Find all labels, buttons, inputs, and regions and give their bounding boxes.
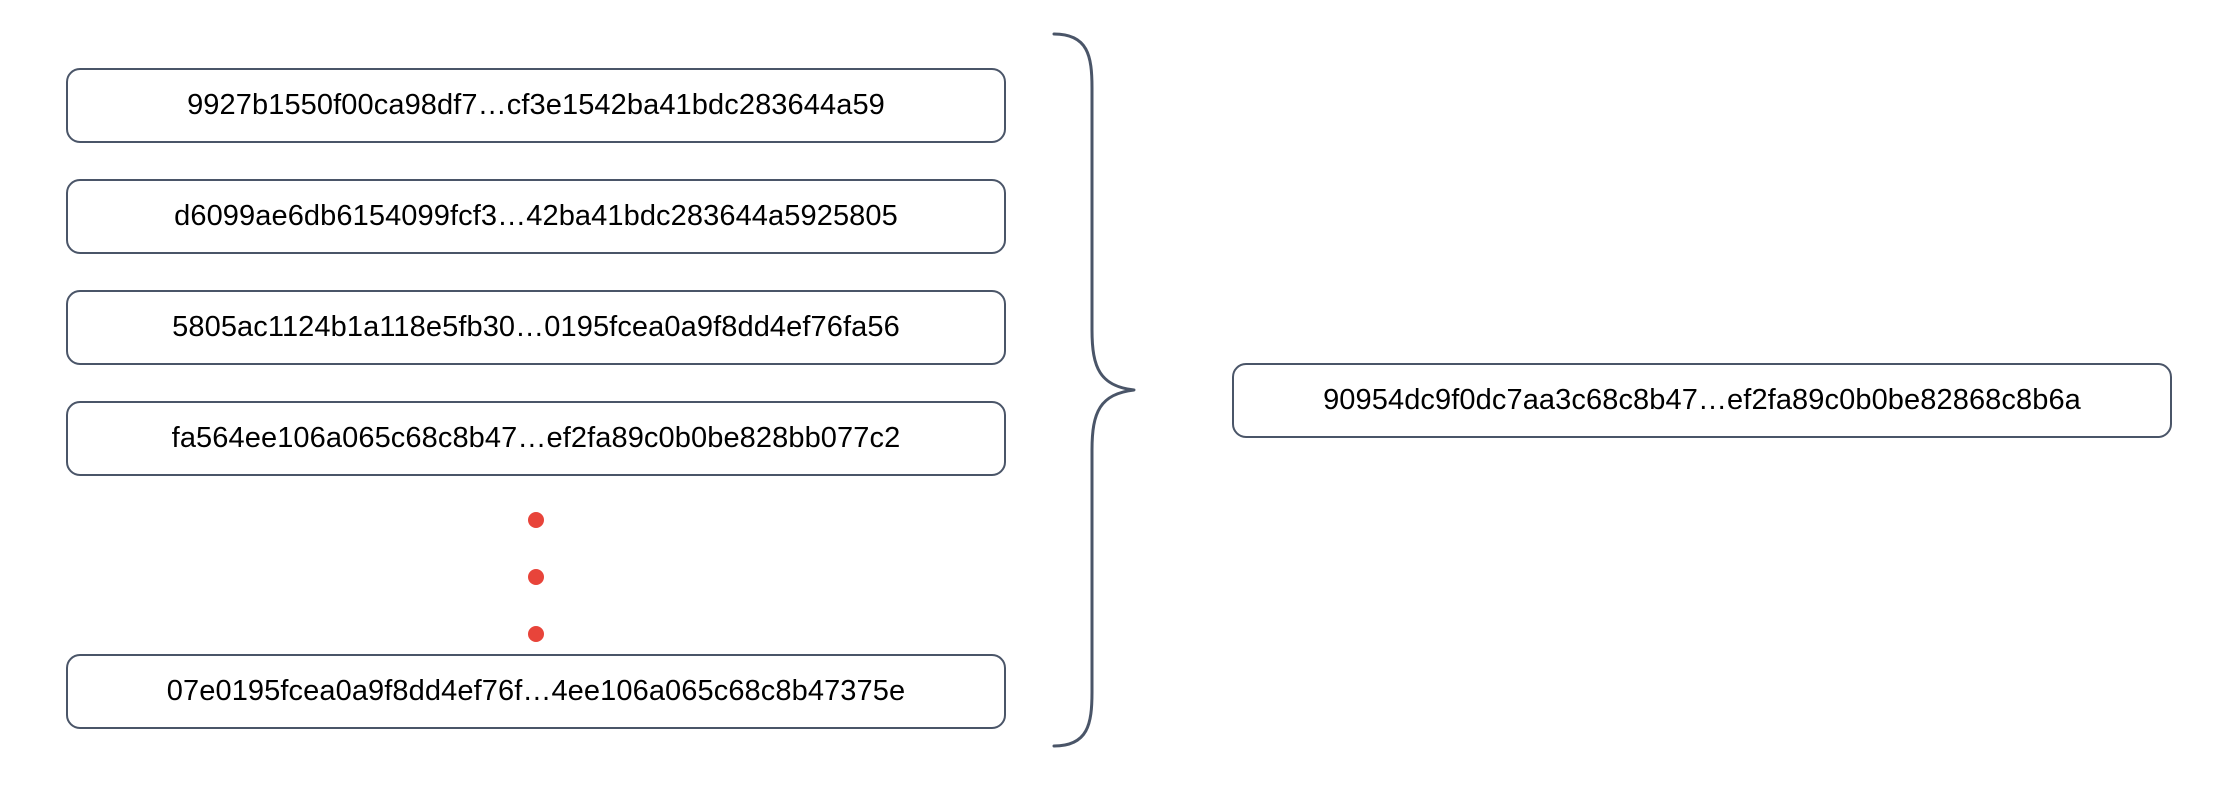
curly-brace-connector <box>1048 30 1138 750</box>
input-hash-box-2[interactable]: d6099ae6db6154099fcf3…42ba41bdc283644a59… <box>66 179 1006 254</box>
input-hash-box-1[interactable]: 9927b1550f00ca98df7…cf3e1542ba41bdc28364… <box>66 68 1006 143</box>
ellipsis-dot-1 <box>528 512 544 528</box>
ellipsis-dot-3 <box>528 626 544 642</box>
ellipsis-dot-2 <box>528 569 544 585</box>
input-hash-text-3: 5805ac1124b1a118e5fb30…0195fcea0a9f8dd4e… <box>172 311 900 343</box>
input-hash-box-last[interactable]: 07e0195fcea0a9f8dd4ef76f…4ee106a065c68c8… <box>66 654 1006 729</box>
input-hash-list: 9927b1550f00ca98df7…cf3e1542ba41bdc28364… <box>66 68 1006 729</box>
input-hash-text-4: fa564ee106a065c68c8b47…ef2fa89c0b0be828b… <box>171 422 901 454</box>
output-hash-text: 90954dc9f0dc7aa3c68c8b47…ef2fa89c0b0be82… <box>1323 384 2081 416</box>
vertical-ellipsis-icon <box>66 512 1006 642</box>
input-hash-text-last: 07e0195fcea0a9f8dd4ef76f…4ee106a065c68c8… <box>166 675 906 707</box>
curly-brace-icon <box>1052 32 1136 748</box>
output-hash-group: 90954dc9f0dc7aa3c68c8b47…ef2fa89c0b0be82… <box>1232 363 2172 438</box>
output-hash-box[interactable]: 90954dc9f0dc7aa3c68c8b47…ef2fa89c0b0be82… <box>1232 363 2172 438</box>
input-hash-box-4[interactable]: fa564ee106a065c68c8b47…ef2fa89c0b0be828b… <box>66 401 1006 476</box>
input-hash-text-1: 9927b1550f00ca98df7…cf3e1542ba41bdc28364… <box>187 89 885 121</box>
input-hash-text-2: d6099ae6db6154099fcf3…42ba41bdc283644a59… <box>174 200 898 232</box>
input-hash-box-3[interactable]: 5805ac1124b1a118e5fb30…0195fcea0a9f8dd4e… <box>66 290 1006 365</box>
